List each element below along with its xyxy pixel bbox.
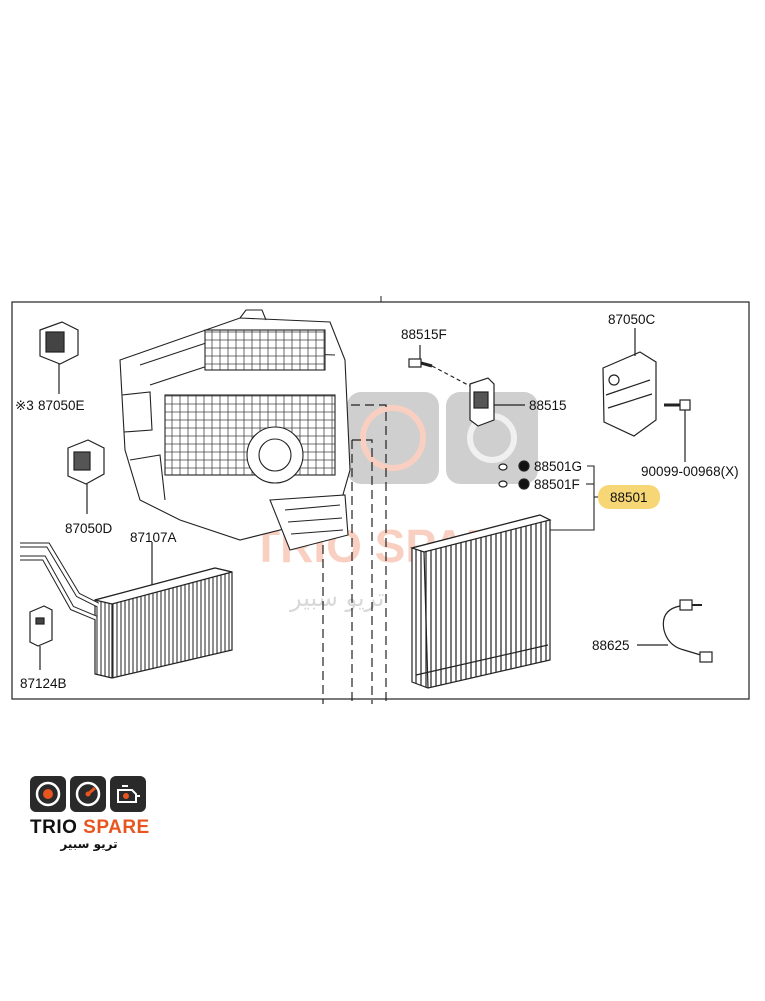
part-88625-sensor bbox=[637, 599, 713, 663]
label-87050D: 87050D bbox=[65, 521, 113, 536]
label-88625: 88625 bbox=[592, 638, 630, 653]
part-87050C-actuator bbox=[602, 328, 657, 437]
label-88501-highlight bbox=[598, 485, 660, 509]
logo-arabic-text: تريو سبير bbox=[60, 837, 118, 851]
part-88515F-bolt bbox=[408, 345, 471, 387]
label-88501F: 88501F bbox=[534, 477, 580, 492]
label-88515: 88515 bbox=[529, 398, 567, 413]
label-90099: 90099-00968(X) bbox=[641, 464, 739, 479]
gauge-icon bbox=[70, 776, 106, 812]
label-88501G: 88501G bbox=[534, 459, 582, 474]
label-88501: 88501 bbox=[610, 490, 648, 505]
part-87050D-actuator bbox=[67, 439, 105, 514]
logo-brand-spare: SPARE bbox=[83, 817, 150, 838]
label-87124B: 87124B bbox=[20, 676, 67, 691]
logo-brand-trio: TRIO bbox=[30, 817, 84, 838]
engine-icon bbox=[110, 776, 146, 812]
leader-88501 bbox=[545, 465, 602, 531]
part-90099-screw bbox=[664, 399, 691, 462]
logo-icons bbox=[30, 776, 160, 812]
label-87050E-prefix: ※3 bbox=[15, 398, 34, 413]
label-87107A: 87107A bbox=[130, 530, 177, 545]
trio-spare-logo: TRIO SPARE تريو سبير bbox=[30, 776, 160, 856]
part-87107A-heater-core bbox=[20, 542, 233, 679]
part-87050E-actuator bbox=[39, 321, 79, 394]
part-88515-expansion-valve bbox=[469, 377, 525, 427]
speaker-icon bbox=[30, 776, 66, 812]
part-88501G-o-ring bbox=[498, 460, 530, 472]
part-88501F-o-ring bbox=[498, 478, 530, 490]
label-87050C: 87050C bbox=[608, 312, 656, 327]
hvac-unit-assembly bbox=[119, 309, 351, 551]
watermark-arabic: تريو سبير bbox=[289, 584, 384, 612]
logo-brand-text: TRIO SPARE bbox=[30, 817, 160, 839]
part-88501-evaporator bbox=[409, 514, 552, 689]
label-87050E: 87050E bbox=[38, 398, 85, 413]
label-88515F: 88515F bbox=[401, 327, 447, 342]
part-87124B-bracket bbox=[29, 605, 53, 670]
